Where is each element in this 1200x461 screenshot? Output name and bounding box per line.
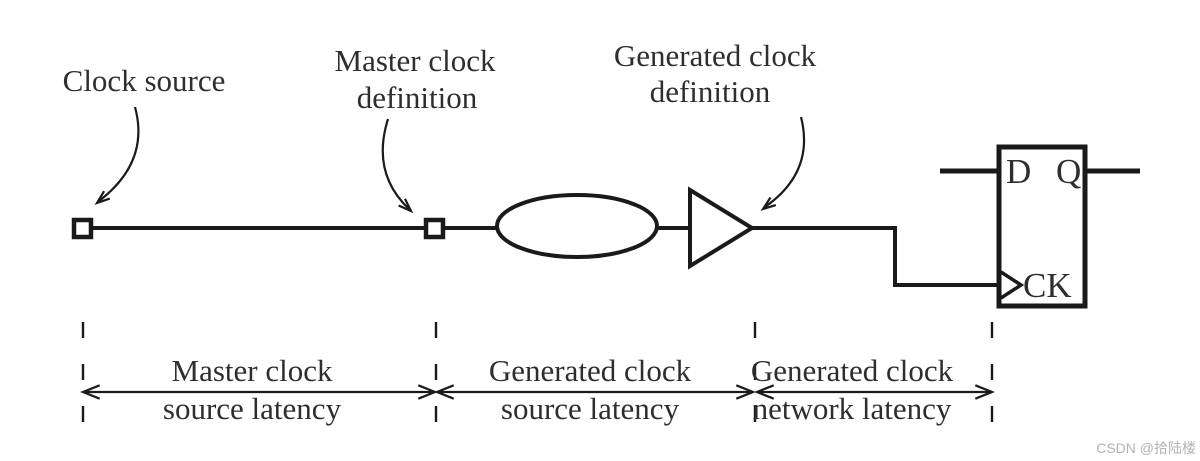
flip-flop-clock-edge-triangle-icon <box>1000 270 1025 300</box>
csdn-watermark: CSDN @拾陆楼 <box>1096 440 1196 456</box>
flip-flop-q-pin-label: Q <box>1056 152 1081 191</box>
master-clock-definition-square <box>423 217 446 240</box>
generated-clock-network-latency-arrow <box>754 384 995 400</box>
flip-flop: D Q CK <box>940 144 1140 309</box>
clock-source-label: Clock source <box>63 63 226 98</box>
master-clock-definition-label-line2: definition <box>357 80 478 115</box>
generated-clock-network-latency-label-line1: Generated clock <box>751 353 954 388</box>
master-clock-source-latency-label-line1: Master clock <box>172 353 333 388</box>
generated-clock-definition-label-line2: definition <box>650 74 771 109</box>
generated-clock-source-latency-arrow <box>434 384 756 400</box>
buffer-triangle <box>688 186 756 270</box>
master-clock-definition-label-line1: Master clock <box>335 43 496 78</box>
clock-source-callout-arrow <box>94 106 140 206</box>
generated-clock-callout-arrow <box>760 116 806 211</box>
generated-clock-source-latency-label-line2: source latency <box>501 391 680 426</box>
generated-clock-network-wire <box>752 226 999 287</box>
generated-clock-network-latency-label-line2: network latency <box>753 391 952 426</box>
master-clock-source-latency-label-line2: source latency <box>163 391 342 426</box>
flip-flop-ck-pin-label: CK <box>1023 266 1072 305</box>
generated-clock-definition-label-line1: Generated clock <box>614 38 817 73</box>
flip-flop-d-pin-label: D <box>1006 152 1031 191</box>
master-clock-callout-arrow <box>381 118 414 214</box>
logic-cloud-ellipse <box>495 193 659 259</box>
clock-source-pin-square <box>71 217 94 240</box>
generated-clock-source-latency-label-line1: Generated clock <box>489 353 692 388</box>
